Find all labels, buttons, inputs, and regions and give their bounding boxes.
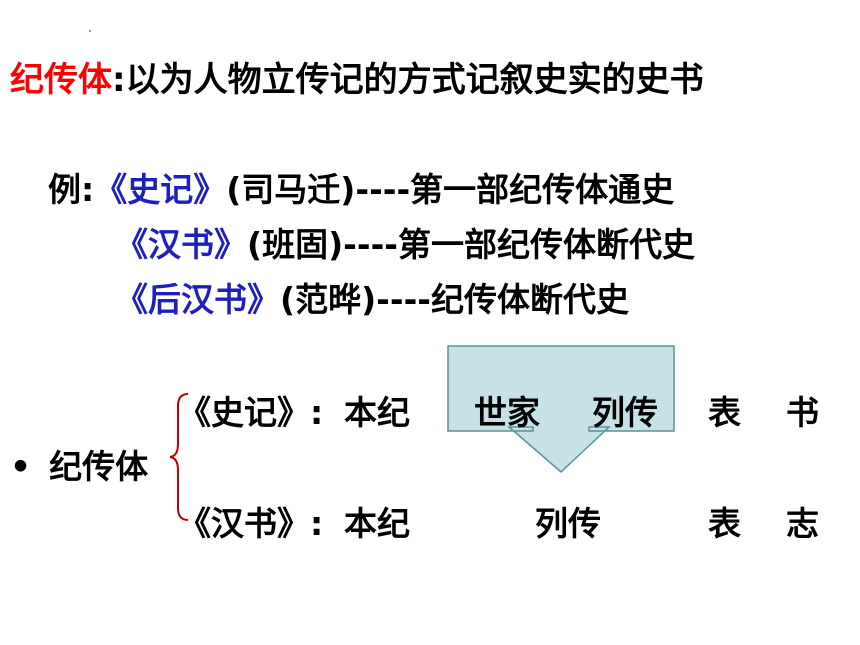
example-desc: 纪传体断代史 [430, 280, 629, 319]
example-dash: ---- [376, 280, 431, 319]
definition-term: 纪传体 [10, 60, 112, 100]
example-book: 《史记》 [94, 170, 227, 209]
structure-label-text: 纪传体 [49, 447, 149, 486]
example-author: (范晔) [280, 280, 377, 319]
example-author: (司马迁) [226, 170, 356, 209]
example-desc: 第一部纪传体通史 [410, 170, 675, 209]
definition-separator: : [112, 60, 126, 100]
example-line-3: 《后汉书》(范晔)----纪传体断代史 [115, 273, 629, 321]
speck [89, 30, 91, 32]
shiji-part-benji: 本纪 [344, 393, 410, 432]
shiji-part-biao: 表 [708, 393, 741, 432]
example-desc: 第一部纪传体断代史 [397, 225, 695, 264]
example-author: (班固) [247, 225, 344, 264]
example-line-2: 《汉书》(班固)----第一部纪传体断代史 [115, 218, 695, 266]
bullet-icon: • [10, 447, 32, 486]
hanshu-part-biao: 表 [708, 504, 741, 543]
curly-brace [169, 393, 189, 521]
definition-text: 以为人物立传记的方式记叙史实的史书 [125, 60, 704, 100]
example-line-1: 例:《史记》(司马迁)----第一部纪传体通史 [48, 163, 674, 211]
example-book: 《汉书》 [115, 225, 247, 264]
shiji-name: 《史记》: [178, 393, 324, 432]
hanshu-part-benji: 本纪 [344, 504, 410, 543]
structure-label: • 纪传体 [10, 440, 148, 488]
hanshu-name: 《汉书》: [178, 504, 324, 543]
shiji-part-shijia: 世家 [474, 393, 540, 432]
example-dash: ---- [355, 170, 411, 209]
shiji-part-liezhuan: 列传 [592, 393, 658, 432]
definition-line: 纪传体:以为人物立传记的方式记叙史实的史书 [10, 52, 704, 101]
down-arrow-shape [447, 345, 675, 473]
hanshu-part-liezhuan: 列传 [535, 504, 601, 543]
example-dash: ---- [343, 225, 398, 264]
example-book: 《后汉书》 [115, 280, 280, 319]
hanshu-part-zhi: 志 [786, 504, 819, 543]
shiji-part-shu: 书 [786, 393, 819, 432]
example-prefix: 例: [48, 170, 95, 209]
